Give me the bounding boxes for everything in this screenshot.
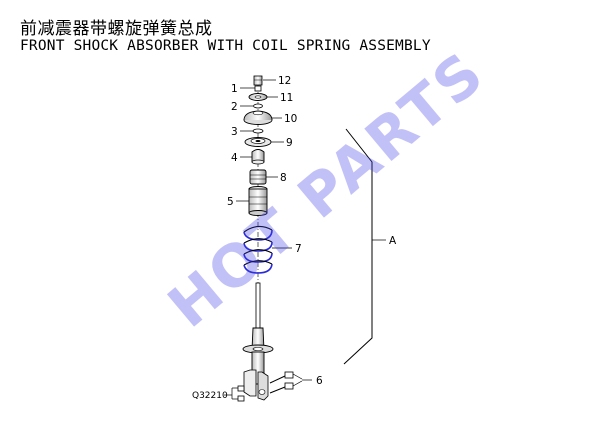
part-10-top-mount[interactable] <box>243 110 273 125</box>
callout-8: 8 <box>280 172 287 184</box>
part-12-top-nut[interactable] <box>253 75 263 86</box>
part-8-dust-boot-upper[interactable] <box>249 169 267 185</box>
part-code-label: Q32210 <box>192 391 228 401</box>
shock-absorber-strut[interactable] <box>242 282 274 401</box>
watermark: HOT PARTS <box>155 38 498 341</box>
title-chinese: 前减震器带螺旋弹簧总成 <box>20 19 213 39</box>
callout-1: 1 <box>231 83 238 95</box>
part-9-bearing-plate[interactable] <box>244 137 272 147</box>
part-4-bump-stop[interactable] <box>251 149 265 165</box>
title-english: FRONT SHOCK ABSORBER WITH COIL SPRING AS… <box>20 38 431 54</box>
callout-2: 2 <box>231 101 238 113</box>
part-q32210-bolts[interactable] <box>237 385 245 402</box>
part-7-coil-spring[interactable] <box>243 225 273 274</box>
callout-6: 6 <box>316 375 323 387</box>
part-3-washer[interactable] <box>252 128 264 134</box>
assembly-bracket-a <box>343 128 373 365</box>
callout-7: 7 <box>295 243 302 255</box>
callout-9: 9 <box>286 137 293 149</box>
callout-a: A <box>389 235 397 247</box>
callout-12: 12 <box>278 75 291 87</box>
callout-10: 10 <box>284 113 297 125</box>
leader-lines <box>224 79 312 400</box>
callout-4: 4 <box>231 152 238 164</box>
part-6-mounting-bolts[interactable] <box>269 371 294 394</box>
part-1-bolt[interactable] <box>254 85 262 92</box>
part-5-dust-boot[interactable] <box>248 186 268 216</box>
callout-3: 3 <box>231 126 238 138</box>
part-2-small-washer[interactable] <box>253 103 263 109</box>
callout-11: 11 <box>280 92 293 104</box>
part-11-washer[interactable] <box>248 93 268 101</box>
callout-5: 5 <box>227 196 234 208</box>
